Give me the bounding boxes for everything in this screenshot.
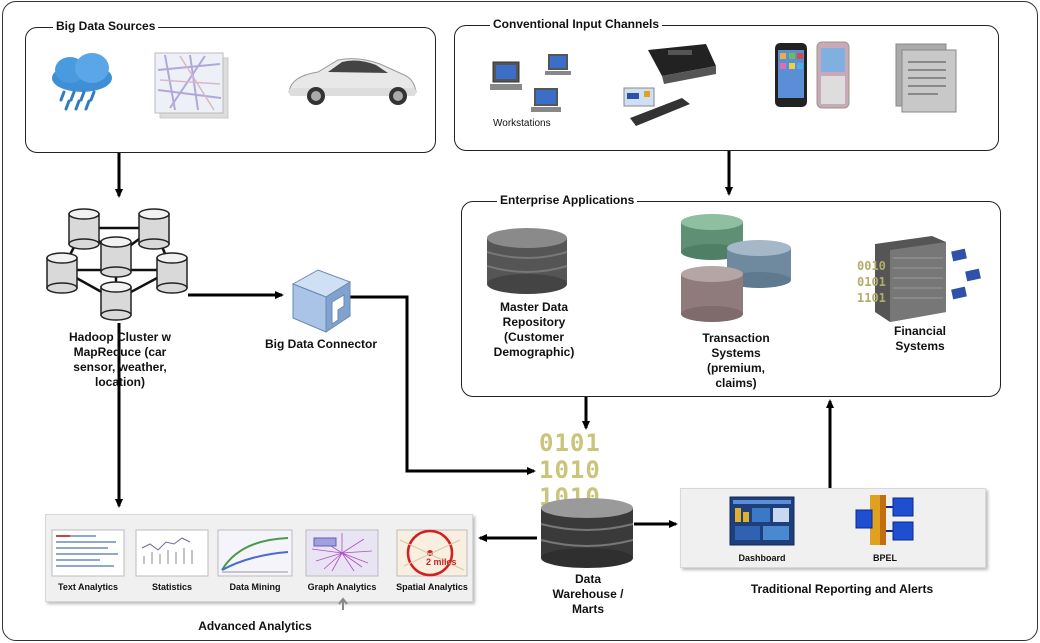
statistics-thumb <box>135 529 209 577</box>
big-data-sources-title: Big Data Sources <box>53 19 159 33</box>
bpel-icon <box>855 495 914 545</box>
spatial-map-badge: 2 miles <box>426 557 457 567</box>
analytics-text-label: Text Analytics <box>57 582 119 592</box>
advanced-analytics-label: Advanced Analytics <box>198 619 312 633</box>
text-analytics-thumb <box>51 529 125 577</box>
hadoop-node-3 <box>100 236 132 278</box>
bpel-label: BPEL <box>872 553 897 563</box>
master-data-db-icon <box>486 228 568 294</box>
transaction-label: Transaction Systems (premium, claims) <box>702 331 770 390</box>
data-mining-thumb <box>217 529 293 577</box>
mobile-phones-icon <box>775 41 850 109</box>
warehouse-binary: 0101 1010 1010 <box>539 429 601 511</box>
reporting-label: Traditional Reporting and Alerts <box>750 582 934 596</box>
hadoop-node-2 <box>138 208 170 250</box>
master-data-label: Master Data Repository (Customer Demogra… <box>493 300 575 359</box>
hadoop-node-4 <box>46 252 78 294</box>
financial-binary: 0010 0101 1101 <box>857 259 886 305</box>
dashboard-icon <box>729 496 795 546</box>
connector-label: Big Data Connector <box>264 337 377 351</box>
workstations-icon <box>490 54 571 112</box>
dashboard-label: Dashboard <box>738 553 786 563</box>
map-icon <box>154 52 229 119</box>
warehouse-label: Data Warehouse / Marts <box>552 572 624 616</box>
car-icon <box>288 58 417 105</box>
analytics-graph-label: Graph Analytics <box>307 582 377 592</box>
spatial-analytics-thumb <box>396 529 468 577</box>
documents-icon <box>895 43 957 113</box>
hadoop-label: Hadoop Cluster w MapReduce (car sensor, … <box>68 330 171 389</box>
financial-label: Financial Systems <box>893 324 946 353</box>
enterprise-apps-title: Enterprise Applications <box>497 193 638 207</box>
analytics-statistics-label: Statistics <box>151 582 193 592</box>
hadoop-node-5 <box>156 252 188 294</box>
hadoop-node-1 <box>68 208 100 250</box>
transaction-db-icon <box>681 214 791 322</box>
graph-analytics-thumb <box>305 529 379 577</box>
card-terminal-icon <box>623 44 716 126</box>
conventional-input-title: Conventional Input Channels <box>490 17 663 31</box>
financial-server-icon <box>875 236 981 322</box>
hadoop-node-6 <box>100 281 132 321</box>
workstations-label: Workstations <box>493 118 551 129</box>
analytics-spatial-label: Spatial Analytics <box>396 582 468 592</box>
rain-cloud-icon <box>52 53 112 111</box>
arrow-connector-to-warehouse <box>349 295 536 475</box>
analytics-data-mining-label: Data Mining <box>229 582 281 592</box>
